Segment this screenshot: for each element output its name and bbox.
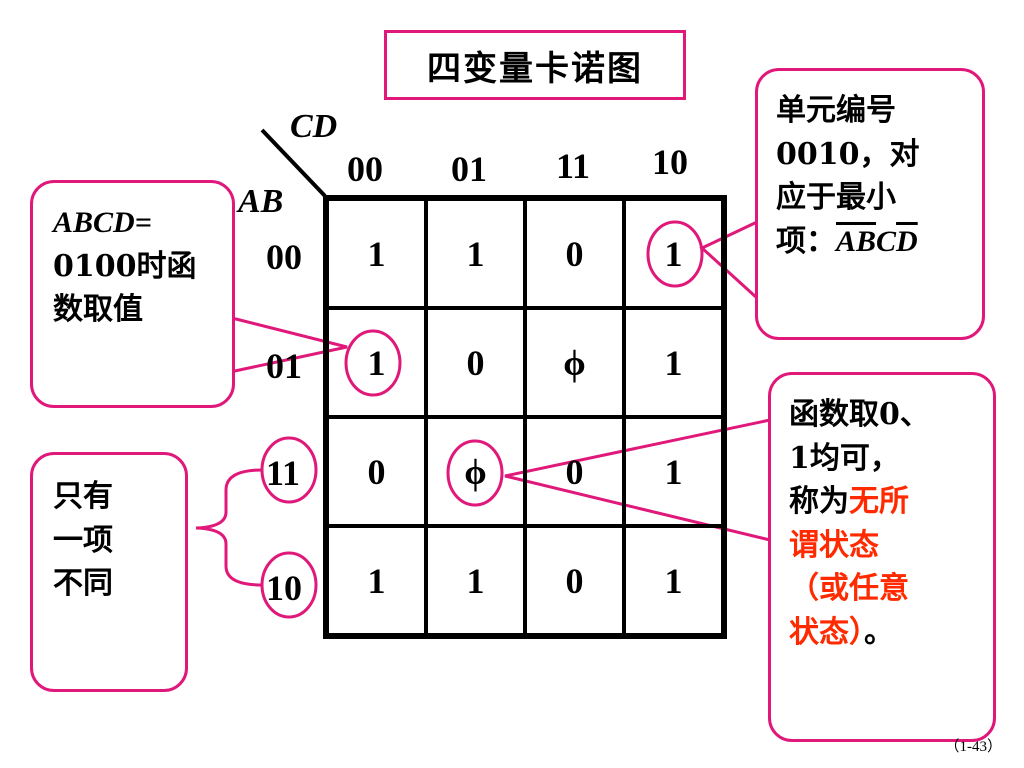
row-header-10: 10 (266, 568, 302, 608)
callout-right-line5: （或任意 (789, 571, 909, 606)
minterm-b: B (856, 224, 877, 258)
callout-bottom-left-line2: 一项 (53, 522, 113, 558)
kmap-cell: ϕ (426, 417, 525, 526)
callout-right-line3-red: 无所 (849, 484, 909, 519)
kmap-cell: 0 (525, 417, 624, 526)
callout-right-line2: 1均可， (789, 440, 900, 476)
callout-right-line1: 函数取0、 (789, 397, 930, 432)
kmap-cell: 0 (525, 526, 624, 635)
col-header-01: 01 (451, 149, 487, 189)
minterm-line: 项：ABCD (776, 220, 982, 264)
cd-label: CD (290, 108, 338, 145)
pointer-right (504, 418, 771, 542)
row-header-00: 00 (266, 237, 302, 277)
kmap-cell: 1 (624, 526, 723, 635)
minterm-a: A (836, 224, 857, 258)
callout-left-line1: ABCD= (53, 206, 152, 239)
callout-bottom-left-line3: 不同 (53, 566, 113, 601)
col-header-11: 11 (556, 146, 591, 186)
kmap-cell: 1 (624, 308, 723, 417)
circle-cell-0100 (344, 329, 402, 397)
callout-bottom-left-line1: 只有 (53, 479, 113, 514)
kmap-cell: 0 (426, 308, 525, 417)
page-title: 四变量卡诺图 (427, 48, 643, 89)
callout-right-line4: 谓状态 (789, 527, 879, 563)
callout-top-right-line3: 应于最小 (776, 180, 896, 215)
bracket (195, 468, 263, 587)
callout-right-line3-black: 称为 (789, 484, 849, 519)
pointer-left (219, 313, 348, 374)
kmap-cell: 0 (525, 199, 624, 308)
col-header-10: 10 (652, 142, 688, 182)
circle-cell-0010 (646, 220, 704, 288)
diagonal-divider (260, 128, 327, 198)
page-number: （1-43） (944, 739, 1003, 755)
minterm-d: D (896, 224, 918, 258)
kmap-cell: 1 (624, 417, 723, 526)
circle-row-10 (260, 551, 318, 619)
callout-right-line6-black: 。 (864, 614, 894, 650)
callout-right: 函数取0、 1均可， 称为无所 谓状态 （或任意 状态）。 (768, 372, 996, 742)
callout-right-line3: 称为无所 (789, 480, 993, 524)
karnaugh-map: 1 1 0 1 1 0 ϕ 1 0 ϕ 0 1 1 1 0 1 (323, 195, 727, 639)
kmap-cell: 1 (624, 199, 723, 308)
minterm-prefix: 项： (776, 223, 836, 259)
callout-left-line3: 数取值 (53, 292, 143, 327)
title-box: 四变量卡诺图 (384, 30, 686, 100)
kmap-cell: 0 (327, 417, 426, 526)
callout-left: ABCD= 0100时函 数取值 (30, 180, 235, 408)
kmap-cell: 1 (327, 308, 426, 417)
kmap-cell: 1 (426, 199, 525, 308)
col-header-00: 00 (347, 149, 383, 189)
callout-left-line2: 0100时函 (53, 248, 197, 284)
callout-top-right-line2: 0010，对 (776, 136, 920, 172)
circle-row-11 (260, 436, 318, 504)
minterm-c: C (876, 224, 897, 258)
callout-top-right-line1: 单元编号 (776, 93, 896, 128)
kmap-cell: 1 (426, 526, 525, 635)
kmap-cell: 1 (327, 199, 426, 308)
callout-right-line6-red: 状态） (789, 614, 864, 650)
callout-right-line6: 状态）。 (789, 611, 993, 655)
row-header-01: 01 (266, 346, 302, 386)
row-header-11: 11 (266, 453, 301, 493)
ab-label: AB (238, 183, 284, 220)
kmap-cell: ϕ (525, 308, 624, 417)
callout-top-right: 单元编号 0010，对 应于最小 项：ABCD (755, 68, 985, 340)
circle-cell-phi (446, 439, 504, 507)
callout-bottom-left: 只有 一项 不同 (30, 452, 188, 692)
kmap-cell: 1 (327, 526, 426, 635)
